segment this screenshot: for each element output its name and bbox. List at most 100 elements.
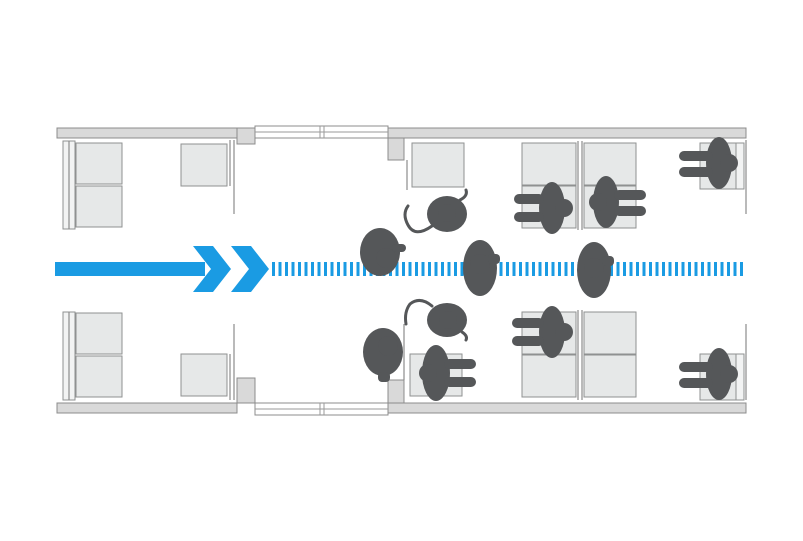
standing-passengers: [360, 188, 614, 382]
flow-dash: [506, 262, 509, 276]
flow-dash: [428, 262, 431, 276]
flow-dash: [337, 262, 340, 276]
door-post-top-right: [387, 137, 405, 161]
flow-arrow-head-1: [193, 246, 231, 292]
flow-dash: [298, 262, 301, 276]
flow-dash: [395, 262, 399, 276]
flow-dash: [558, 262, 561, 276]
flow-dash: [616, 262, 620, 276]
flow-dash: [447, 262, 451, 276]
flow-dash: [655, 262, 659, 276]
flow-dash: [538, 262, 542, 276]
flow-dash: [740, 262, 743, 276]
flow-dash: [610, 262, 613, 276]
flow-dash: [363, 262, 366, 276]
flow-dash: [454, 262, 457, 276]
flow-dash: [688, 262, 691, 276]
flow-dash: [623, 262, 626, 276]
flow-dash: [402, 262, 405, 276]
flow-arrow-head-2: [231, 246, 269, 292]
flow-dash: [545, 262, 548, 276]
flow-dash: [499, 262, 503, 276]
seat: [521, 142, 577, 186]
bottom-wall-left: [56, 402, 238, 414]
standing-passenger: [404, 299, 468, 342]
flow-dash: [714, 262, 717, 276]
flow-dash: [727, 262, 730, 276]
flow-dash: [636, 262, 639, 276]
flow-dash: [564, 262, 568, 276]
top-wall-left: [56, 127, 238, 139]
seat: [75, 355, 123, 398]
door-top: [254, 125, 389, 139]
flow-dash: [324, 262, 327, 276]
seated-passenger: [512, 306, 573, 358]
seat: [521, 354, 577, 398]
flow-dash: [356, 262, 360, 276]
flow-dash: [720, 262, 724, 276]
standing-passenger: [363, 328, 403, 382]
flow-dash: [701, 262, 704, 276]
flow-dash: [291, 262, 295, 276]
door-post-bottom-left: [236, 377, 256, 404]
door-post-top-left: [236, 127, 256, 145]
flow-dash: [278, 262, 282, 276]
flow-dash: [681, 262, 685, 276]
door-bottom: [254, 402, 389, 416]
seat: [583, 354, 637, 398]
flow-arrow-shaft: [55, 262, 205, 276]
flow-dash: [434, 262, 438, 276]
flow-dash: [525, 262, 529, 276]
standing-passenger: [360, 228, 406, 276]
standing-passenger: [403, 188, 468, 234]
flow-dash: [707, 262, 711, 276]
flow-dash: [415, 262, 418, 276]
seat: [583, 311, 637, 355]
flow-dash: [272, 262, 275, 276]
flow-dash: [343, 262, 347, 276]
flow-dash: [629, 262, 633, 276]
seated-passenger: [679, 348, 738, 400]
seated-passengers: [419, 137, 738, 401]
flow-dash: [421, 262, 425, 276]
seat: [180, 353, 228, 397]
flow-dash: [311, 262, 314, 276]
flow-dash: [551, 262, 555, 276]
flow-dash: [649, 262, 652, 276]
seat: [75, 312, 123, 355]
flow-dashes: [272, 262, 743, 276]
flow-dash: [733, 262, 737, 276]
flow-dash: [441, 262, 444, 276]
standing-passenger: [577, 242, 614, 298]
flow-dash: [532, 262, 535, 276]
flow-dash: [304, 262, 308, 276]
seated-passenger: [679, 137, 738, 189]
seat: [180, 143, 228, 187]
seat: [75, 142, 123, 185]
seated-passenger: [514, 182, 573, 234]
flow-dash: [512, 262, 516, 276]
seated-passenger: [589, 176, 646, 228]
seat: [411, 142, 465, 188]
flow-dash: [408, 262, 412, 276]
flow-dash: [571, 262, 574, 276]
flow-dash: [668, 262, 672, 276]
seat: [75, 185, 123, 228]
flow-dash: [642, 262, 646, 276]
car-walls: [56, 127, 747, 414]
bottom-wall-right: [387, 402, 747, 414]
flow-dash: [460, 262, 464, 276]
standing-passenger: [463, 240, 500, 296]
flow-dash: [330, 262, 334, 276]
door-post-bottom-right: [387, 379, 405, 404]
top-wall-right: [387, 127, 747, 139]
flow-dash: [285, 262, 288, 276]
flow-dash: [350, 262, 353, 276]
flow-dash: [694, 262, 698, 276]
flow-dash: [662, 262, 665, 276]
flow-dash: [675, 262, 678, 276]
flow-dash: [317, 262, 321, 276]
flow-dash: [519, 262, 522, 276]
seated-passenger: [419, 345, 476, 401]
